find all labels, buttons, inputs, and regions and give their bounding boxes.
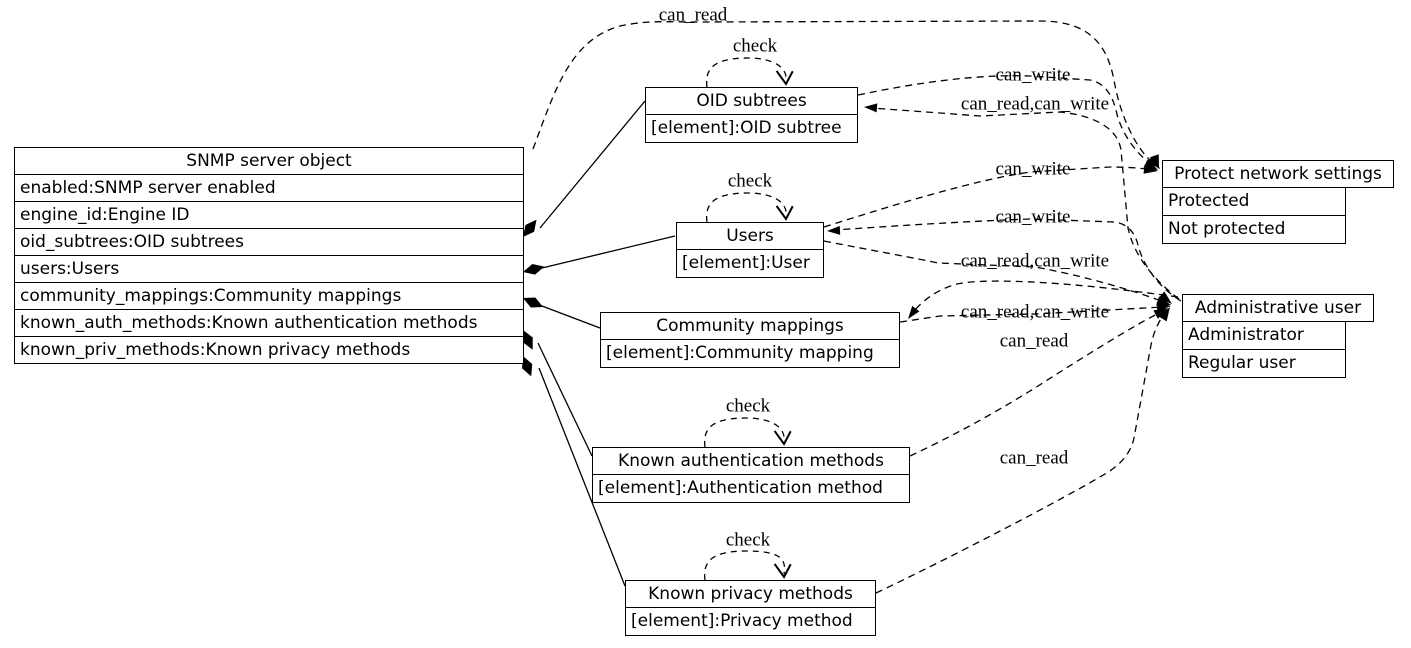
- known-priv-methods-title: Known privacy methods: [625, 580, 876, 608]
- check-label-known-auth-methods: check: [725, 395, 771, 417]
- edge-label-can-read-can-write-oid: can_read,can_write: [960, 93, 1110, 115]
- check-arrowheads: [773, 70, 794, 579]
- edge-known-auth-to-admin-line: [909, 311, 1162, 457]
- edge-admin-to-users-line: [833, 218, 1182, 302]
- protect-network-settings-protected: Protected: [1162, 187, 1346, 216]
- arrowhead-pns-4: [1143, 164, 1158, 174]
- arrowhead-admin-3: [1153, 308, 1168, 319]
- arrowheads: [522, 103, 1172, 377]
- oid-subtrees-title: OID subtrees: [645, 87, 858, 115]
- protect-network-settings-title: Protect network settings: [1162, 160, 1394, 188]
- administrative-user-regular-user: Regular user: [1182, 349, 1346, 378]
- diamond-users: [523, 264, 545, 275]
- edge-admin-to-oid-line: [871, 107, 1180, 300]
- composition-line-oid-subtrees: [539, 100, 646, 229]
- snmp-attr-users: users:Users: [14, 255, 524, 283]
- arrowhead-admin-2: [1156, 301, 1171, 312]
- edge-community-to-admin-line: [899, 306, 1164, 323]
- edge-admin-to-community-line: [911, 280, 1179, 315]
- arrowhead-admin-5: [1158, 291, 1172, 304]
- check-arrowhead-known-auth-methods: [773, 430, 792, 446]
- snmp-attr-community-mappings: community_mappings:Community mappings: [14, 282, 524, 310]
- edge-known-priv-to-admin-line: [875, 311, 1167, 594]
- community-mappings-element: [element]:Community mapping: [600, 339, 900, 368]
- composition-line-community-mappings: [541, 305, 601, 329]
- diamond-community-mappings: [523, 297, 544, 308]
- administrative-user-title: Administrative user: [1182, 294, 1374, 322]
- snmp-server-object-title: SNMP server object: [14, 147, 524, 175]
- edge-label-can-write-oid: can_write: [995, 64, 1071, 86]
- composition-lines: [537, 100, 676, 587]
- arrowhead-pns-2: [1149, 154, 1159, 169]
- arrowhead-community-mappings: [908, 305, 920, 319]
- oid-subtrees-element: [element]:OID subtree: [645, 114, 858, 143]
- check-arrowhead-oid-subtrees: [775, 70, 794, 86]
- composition-line-users: [541, 235, 676, 269]
- protect-network-settings-not-protected: Not protected: [1162, 215, 1346, 244]
- arrowhead-admin-4: [1158, 307, 1170, 322]
- edge-users-can-write-line: [823, 166, 1152, 228]
- diamond-oid-subtrees: [523, 219, 537, 237]
- check-loops: [703, 57, 787, 581]
- diamond-known-priv-methods: [522, 356, 533, 377]
- check-arrowhead-known-priv-methods: [773, 563, 792, 579]
- community-mappings-title: Community mappings: [600, 312, 900, 340]
- known-priv-methods-element: [element]:Privacy method: [625, 607, 876, 636]
- known-auth-methods-element: [element]:Authentication method: [592, 474, 910, 503]
- diamond-known-auth-methods: [522, 330, 533, 350]
- known-auth-methods-title: Known authentication methods: [592, 447, 910, 475]
- check-arrowhead-users: [775, 205, 794, 221]
- snmp-attr-oid-subtrees: oid_subtrees:OID subtrees: [14, 228, 524, 256]
- edge-users-to-admin-line: [823, 240, 1165, 303]
- check-label-known-priv-methods: check: [725, 529, 771, 551]
- edge-label-can-write-users-pns: can_write: [995, 158, 1071, 180]
- edge-label-can-read-can-write-users: can_read,can_write: [960, 250, 1110, 272]
- edge-label-can-read-can-write-community: can_read,can_write: [960, 301, 1110, 323]
- edge-label-can-read-top: can_read: [658, 4, 728, 26]
- arrowhead-oid-subtrees: [864, 103, 878, 113]
- check-loop-known-priv-methods: [703, 550, 786, 581]
- snmp-attr-engine-id: engine_id:Engine ID: [14, 201, 524, 229]
- permission-edges: [532, 20, 1182, 594]
- edge-label-can-write-admin-users: can_write: [995, 206, 1071, 228]
- edge-snmp-can-read-line: [532, 20, 1155, 165]
- check-label-oid-subtrees: check: [732, 35, 778, 57]
- check-label-users: check: [727, 170, 773, 192]
- check-loop-known-auth-methods: [703, 417, 785, 448]
- edge-oid-can-write-line: [857, 75, 1153, 166]
- snmp-attr-known-auth-methods: known_auth_methods:Known authentication …: [14, 309, 524, 337]
- edge-label-can-read-known-priv: can_read: [999, 447, 1069, 469]
- check-loop-users: [705, 192, 787, 223]
- users-element: [element]:User: [676, 249, 824, 278]
- administrative-user-administrator: Administrator: [1182, 321, 1346, 350]
- snmp-attr-enabled: enabled:SNMP server enabled: [14, 174, 524, 202]
- composition-line-known-auth-methods: [537, 342, 593, 457]
- composition-line-known-priv-methods: [538, 367, 626, 587]
- users-title: Users: [676, 222, 824, 250]
- edge-label-can-read-known-auth: can_read: [999, 330, 1069, 352]
- arrowhead-users: [827, 225, 841, 235]
- snmp-attr-known-priv-methods: known_priv_methods:Known privacy methods: [14, 336, 524, 364]
- check-loop-oid-subtrees: [705, 57, 787, 88]
